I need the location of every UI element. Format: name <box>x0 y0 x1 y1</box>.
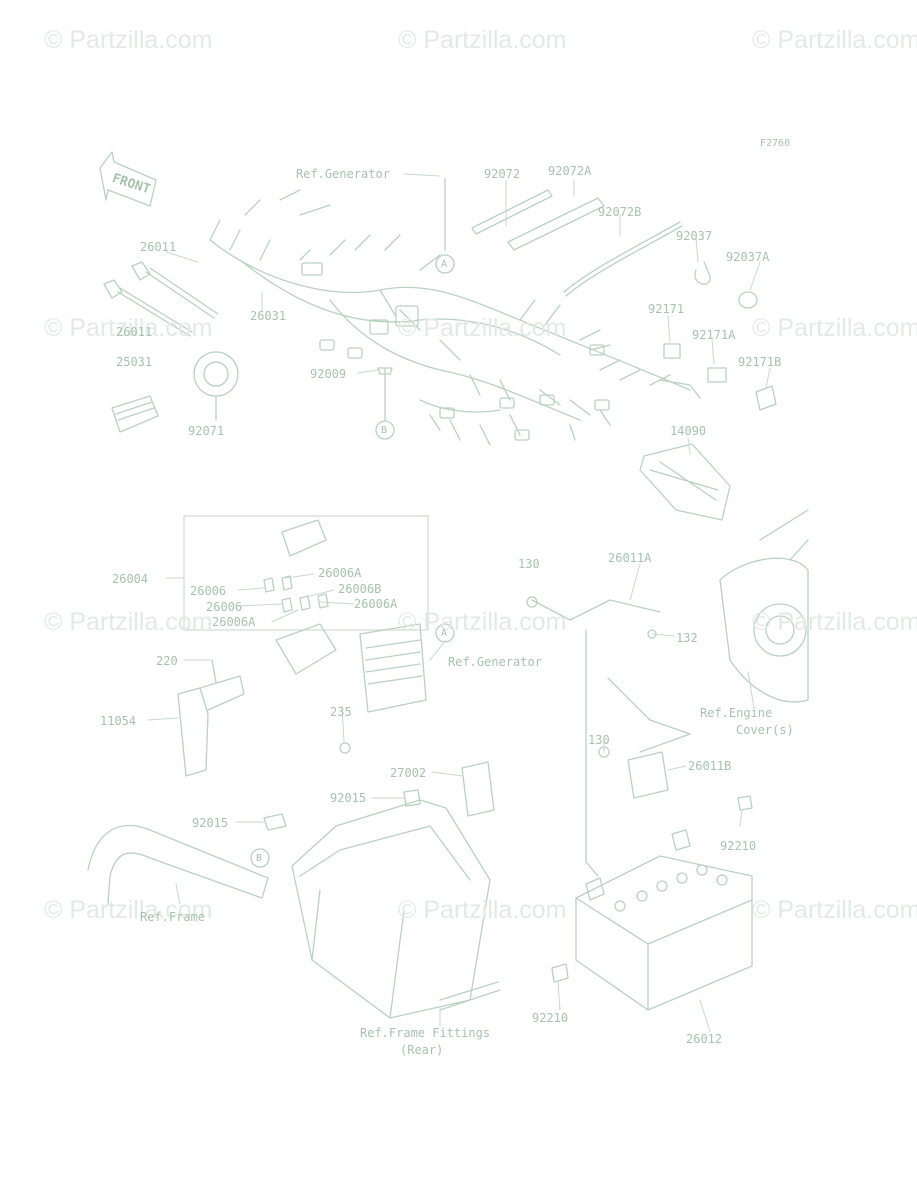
battery-tray <box>291 799 491 1019</box>
watermark: © Partzilla.com <box>398 26 567 54</box>
callout-235[interactable]: 235 <box>330 705 352 719</box>
cover-92210-bottom <box>551 963 569 983</box>
watermark: © Partzilla.com <box>398 608 567 636</box>
callout-26006[interactable]: 26006 <box>190 584 227 598</box>
watermark: © Partzilla.com <box>44 26 213 54</box>
tie-92072B <box>563 221 681 293</box>
cable-26011B <box>607 677 691 753</box>
callout-92210[interactable]: 92210 <box>720 839 757 853</box>
clip-92171 <box>663 343 681 359</box>
callout-27002[interactable]: 27002 <box>390 766 427 780</box>
fuse-box-outline <box>183 515 429 631</box>
callout-92037[interactable]: 92037 <box>676 229 713 243</box>
marker-b-label: B <box>256 853 263 864</box>
callout-92015[interactable]: 92015 <box>330 791 367 805</box>
callout-ref-engine[interactable]: Ref.Engine <box>700 706 773 720</box>
clip-92171A <box>707 367 727 383</box>
callout-26004[interactable]: 26004 <box>112 572 149 586</box>
marker-a-circle <box>435 254 455 274</box>
callout-92171A[interactable]: 92171A <box>692 328 736 342</box>
watermark: © Partzilla.com <box>752 608 917 636</box>
battery-26012 <box>575 855 753 1011</box>
callout-26031[interactable]: 26031 <box>250 309 287 323</box>
callout-26006A[interactable]: 26006A <box>212 615 256 629</box>
engine-cover <box>719 557 809 703</box>
watermark: © Partzilla.com <box>752 314 917 342</box>
nut-235 <box>339 742 351 754</box>
clamp-92037A <box>738 291 758 309</box>
callout-rear[interactable]: (Rear) <box>400 1043 444 1057</box>
watermark: © Partzilla.com <box>752 896 917 924</box>
callout-26011[interactable]: 26011 <box>140 240 177 254</box>
callout-92071[interactable]: 92071 <box>188 424 225 438</box>
callout-ref-generator[interactable]: Ref.Generator <box>296 167 390 181</box>
tie-92072A <box>507 197 605 251</box>
callout-26006A[interactable]: 26006A <box>354 597 398 611</box>
callout-26011-lower[interactable]: 26011 <box>116 325 153 339</box>
front-arrow-icon: FRONT <box>99 151 157 207</box>
callout-26006A[interactable]: 26006A <box>318 566 362 580</box>
callout-26006[interactable]: 26006 <box>206 600 243 614</box>
callout-92072B[interactable]: 92072B <box>598 205 642 219</box>
callout-132[interactable]: 132 <box>676 631 698 645</box>
figure-code: F2760 <box>760 138 791 149</box>
grommet-92071 <box>193 351 239 397</box>
battery-cover-27002 <box>461 761 495 817</box>
callout-14090[interactable]: 14090 <box>670 424 707 438</box>
callout-25031[interactable]: 25031 <box>116 355 153 369</box>
watermark: © Partzilla.com <box>398 314 567 342</box>
cable-26011-lower <box>117 291 191 337</box>
callout-26011A[interactable]: 26011A <box>608 551 652 565</box>
tie-92072 <box>471 189 553 235</box>
callout-92015[interactable]: 92015 <box>192 816 229 830</box>
watermark: © Partzilla.com <box>752 26 917 54</box>
callout-92210[interactable]: 92210 <box>532 1011 569 1025</box>
marker-a-label: A <box>441 628 448 639</box>
callout-26011B[interactable]: 26011B <box>688 759 732 773</box>
callout-92072[interactable]: 92072 <box>484 167 521 181</box>
callout-engine-cover[interactable]: Cover(s) <box>736 723 794 737</box>
callout-ref-frame-fittings[interactable]: Ref.Frame Fittings <box>360 1026 491 1040</box>
frame-tube <box>87 825 269 905</box>
marker-a-label: A <box>441 259 448 270</box>
clip-92171B <box>755 385 777 411</box>
watermark: © Partzilla.com <box>44 314 213 342</box>
callout-26006B[interactable]: 26006B <box>338 582 382 596</box>
clip-92015-right <box>403 789 421 807</box>
callout-220[interactable]: 220 <box>156 654 178 668</box>
clamp-92037 <box>694 261 711 285</box>
marker-b-circle <box>375 420 395 440</box>
watermark: © Partzilla.com <box>44 608 213 636</box>
bracket-11054 <box>177 687 209 777</box>
cable-26011A <box>531 599 661 621</box>
marker-b-label: B <box>381 425 388 436</box>
callout-ref-generator[interactable]: Ref.Generator <box>448 655 542 669</box>
callout-26012[interactable]: 26012 <box>686 1032 723 1046</box>
regulator-outline <box>359 623 427 713</box>
watermark: © Partzilla.com <box>44 896 213 924</box>
cable-26011-upper <box>145 271 215 319</box>
callout-92171[interactable]: 92171 <box>648 302 685 316</box>
cover-92210-right <box>737 795 753 811</box>
main-wiring-harness <box>209 189 701 446</box>
fuse-holder-26004 <box>275 623 337 675</box>
callout-92171B[interactable]: 92171B <box>738 355 782 369</box>
callout-130[interactable]: 130 <box>588 733 610 747</box>
clip-92015-left <box>263 813 287 831</box>
callout-130[interactable]: 130 <box>518 557 540 571</box>
relay-25031 <box>111 395 159 433</box>
callout-11054[interactable]: 11054 <box>100 714 137 728</box>
cover-14090 <box>639 443 731 521</box>
callout-92009[interactable]: 92009 <box>310 367 347 381</box>
callout-92072A[interactable]: 92072A <box>548 164 592 178</box>
watermark: © Partzilla.com <box>398 896 567 924</box>
callout-ref-frame[interactable]: Ref.Frame <box>140 910 206 924</box>
callout-92037A[interactable]: 92037A <box>726 250 770 264</box>
